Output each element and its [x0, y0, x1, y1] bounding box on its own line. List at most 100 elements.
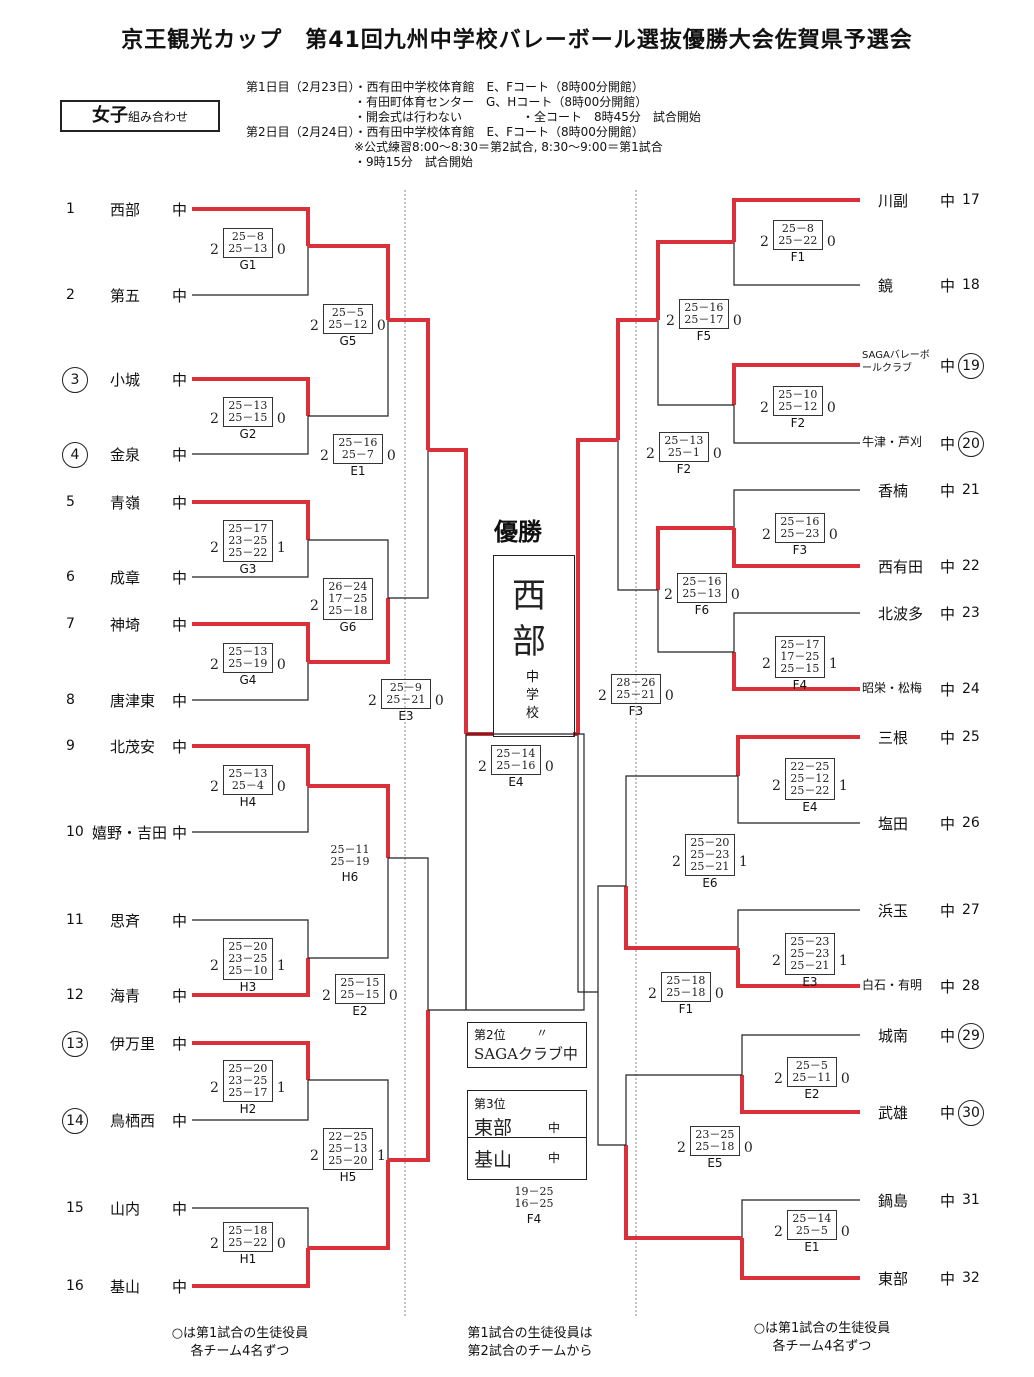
team-seed-number: 9	[66, 738, 75, 754]
set-score: 25－12	[778, 400, 818, 413]
girls-label: 女子	[91, 105, 128, 126]
team-seed-number: 8	[66, 692, 75, 708]
bracket-line	[625, 1074, 742, 1145]
girls-sub-label: 組み合わせ	[127, 110, 188, 124]
match-right-sets-won: 0	[276, 1236, 286, 1252]
third-place-suffix-1: 中	[548, 1121, 561, 1135]
team-name: 白石・有明	[862, 978, 923, 992]
bracket-line	[388, 1010, 430, 1162]
team-suffix: 中	[172, 738, 188, 756]
third-place-team-2: 基山	[474, 1149, 513, 1171]
bracket-line	[733, 489, 860, 528]
set-score: 25－15	[340, 976, 380, 989]
team-seed-number: 7	[66, 616, 75, 632]
match-left-sets-won: 2	[664, 587, 673, 603]
match-left-sets-won: 2	[322, 988, 331, 1004]
set-score: 25－11	[792, 1071, 832, 1084]
bracket-line	[192, 1207, 309, 1248]
set-score: 25－14	[496, 747, 536, 760]
set-score: 25－22	[778, 234, 818, 247]
match-label: F4	[792, 678, 808, 692]
team-seed-number: 15	[66, 1200, 84, 1216]
team-suffix: 中	[940, 482, 956, 500]
match-left-sets-won: 2	[762, 527, 771, 543]
team-suffix: 中	[172, 987, 188, 1005]
set-score: 25－20	[228, 940, 268, 953]
match-label: E3	[398, 709, 414, 723]
match-left-sets-won: 2	[774, 1224, 783, 1240]
match-right-sets-won: 0	[276, 657, 286, 673]
bracket-line	[733, 612, 860, 652]
footer-center-line-2: 第2試合のチームから	[467, 1344, 593, 1359]
footer-left: ○は第1試合の生徒役員 各チーム4名ずつ	[130, 1325, 350, 1361]
bracket-line	[308, 1079, 389, 1160]
team-seed-number: 5	[66, 494, 75, 510]
match-left-sets-won: 2	[310, 318, 319, 334]
match-left-sets-won: 2	[760, 234, 769, 250]
set-score: 25－23	[790, 935, 830, 948]
match-label: H6	[341, 870, 359, 884]
team-name: 西有田	[878, 558, 924, 576]
set-score: 25－17	[780, 638, 820, 651]
team-name: 北茂安	[110, 738, 156, 756]
team-suffix: 中	[940, 978, 956, 996]
set-score: 25－16	[496, 759, 536, 772]
bracket-line	[657, 590, 734, 653]
match-right-sets-won: 0	[743, 1140, 753, 1156]
match-right-sets-won: 0	[376, 318, 386, 334]
team-name: 鍋島	[878, 1192, 909, 1210]
bracket-line	[192, 786, 309, 833]
team-seed-number: 32	[962, 1270, 980, 1286]
schedule-line-2: ・有田町体育センター G、Hコート（8時00分開館）	[354, 95, 648, 109]
champion-suffix-2: 学	[526, 688, 540, 703]
team-suffix: 中	[172, 446, 188, 464]
match-left-sets-won: 2	[772, 778, 781, 794]
set-score: 25－18	[666, 974, 706, 987]
footer-right: ○は第1試合の生徒役員 各チーム4名ずつ	[712, 1320, 932, 1356]
team-name: 山内	[110, 1200, 141, 1218]
bracket-line	[388, 857, 429, 1010]
match-right-sets-won: 0	[840, 1071, 850, 1087]
set-score: 25－5	[795, 1224, 828, 1237]
match-left-sets-won: 2	[648, 986, 657, 1002]
match-left-sets-won: 2	[762, 656, 771, 672]
team-seed-number: 27	[962, 902, 980, 918]
bracket-line	[192, 207, 310, 246]
match-right-sets-won: 0	[714, 986, 724, 1002]
team-name: 牛津・芦刈	[862, 435, 923, 449]
set-score: 25－18	[666, 986, 706, 999]
bracket-line	[192, 416, 309, 455]
team-suffix: 中	[940, 902, 956, 920]
set-score: 25－20	[228, 1062, 268, 1075]
team-name: 塩田	[878, 815, 909, 833]
team-name: 鳥栖西	[110, 1112, 156, 1130]
third-place-divider	[468, 1137, 586, 1138]
match-left-sets-won: 2	[320, 448, 329, 464]
page-title: 京王観光カップ 第41回九州中学校バレーボール選抜優勝大会佐賀県予選会	[121, 28, 913, 53]
bracket-line	[741, 1034, 860, 1075]
team-suffix: 中	[940, 277, 956, 295]
team-seed-number: 26	[962, 815, 980, 831]
match-left-sets-won: 2	[760, 400, 769, 416]
footer-center: 第1試合の生徒役員は 第2試合のチームから	[420, 1325, 640, 1361]
match-left-sets-won: 2	[210, 657, 219, 673]
match-right-sets-won: 1	[738, 854, 748, 870]
set-score: 25－13	[228, 645, 268, 658]
